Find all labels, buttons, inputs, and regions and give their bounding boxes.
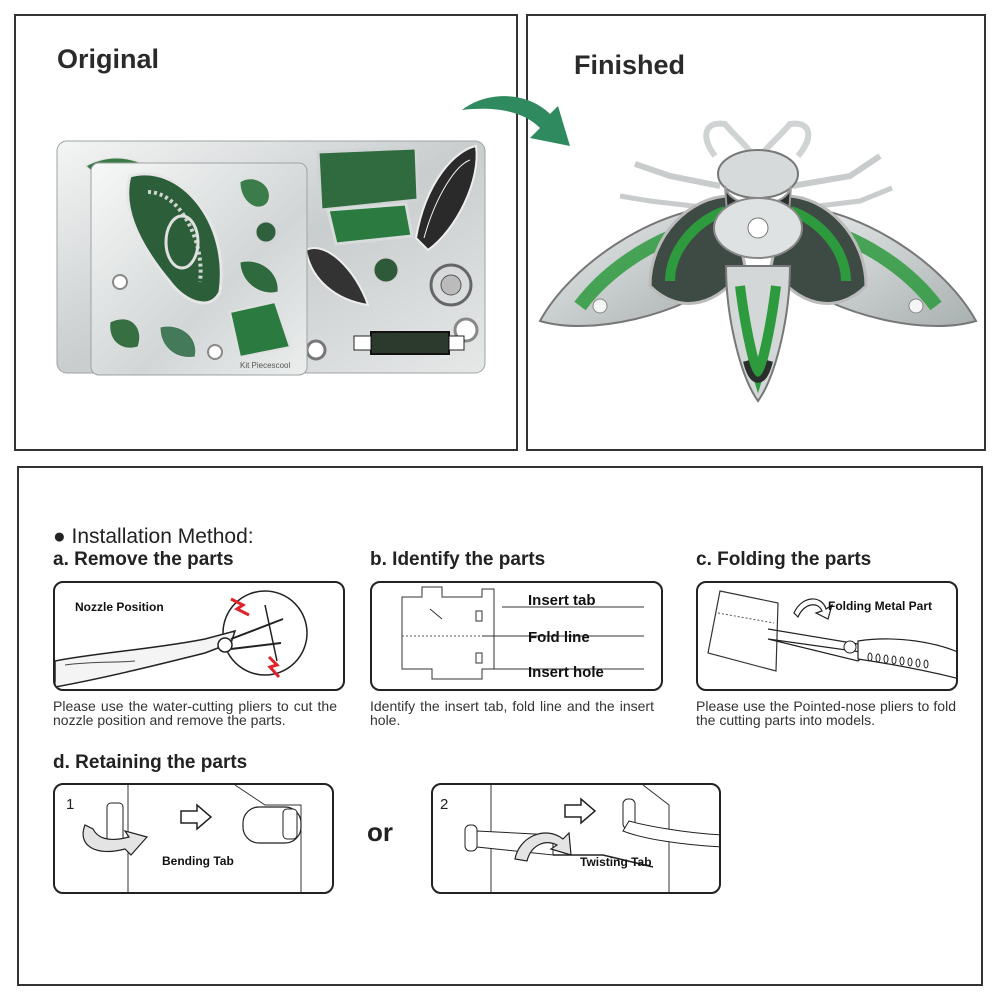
retain-option-2-illustration: 2 Twisting Tab: [431, 783, 721, 894]
step-a-description: Please use the water-cutting pliers to c…: [53, 698, 337, 728]
step-a-illustration: Nozzle Position: [53, 581, 345, 691]
insert-hole-label: Insert hole: [528, 664, 604, 681]
step-c-illustration: Folding Metal Part: [696, 581, 958, 691]
fold-line-label: Fold line: [528, 629, 590, 646]
step-c-description: Please use the Pointed-nose pliers to fo…: [696, 698, 956, 728]
bend-arrow-icon: [82, 824, 149, 856]
next-arrow-icon: [180, 803, 213, 831]
finished-beetle-image: [530, 116, 986, 416]
original-label: Original: [57, 44, 160, 74]
installation-header: ● Installation Method:: [53, 525, 254, 548]
or-label: or: [367, 817, 393, 847]
sheet-brand-text: Kit Piecescool: [240, 361, 290, 370]
twisting-tab-label: Twisting Tab: [580, 855, 652, 869]
step-b-illustration: Insert tab Fold line Insert hole: [370, 581, 663, 691]
original-panel: Original: [14, 14, 518, 451]
transform-arrow-icon: [458, 88, 578, 152]
metal-sheet-front: Kit Piecescool: [90, 162, 308, 376]
nozzle-position-label: Nozzle Position: [75, 600, 164, 614]
option-1-number: 1: [66, 796, 75, 813]
bending-tab-label: Bending Tab: [162, 854, 234, 868]
finished-panel: Finished: [526, 14, 986, 451]
step-b-description: Identify the insert tab, fold line and t…: [370, 698, 654, 728]
next-arrow-icon-2: [564, 797, 597, 825]
cut-spark-icon: [230, 597, 250, 617]
folding-metal-part-label: Folding Metal Part: [828, 599, 933, 613]
finished-label: Finished: [574, 50, 686, 80]
retain-option-1-illustration: 1 Bending Tab: [53, 783, 334, 894]
option-2-number: 2: [440, 796, 449, 813]
step-c-title: c. Folding the parts: [696, 549, 872, 570]
installation-panel: ● Installation Method: a. Remove the par…: [17, 466, 983, 986]
step-d-title: d. Retaining the parts: [53, 752, 248, 773]
step-a-title: a. Remove the parts: [53, 549, 234, 570]
insert-tab-label: Insert tab: [528, 592, 596, 609]
fold-arrow-icon: [793, 598, 834, 620]
step-b-title: b. Identify the parts: [370, 549, 546, 570]
